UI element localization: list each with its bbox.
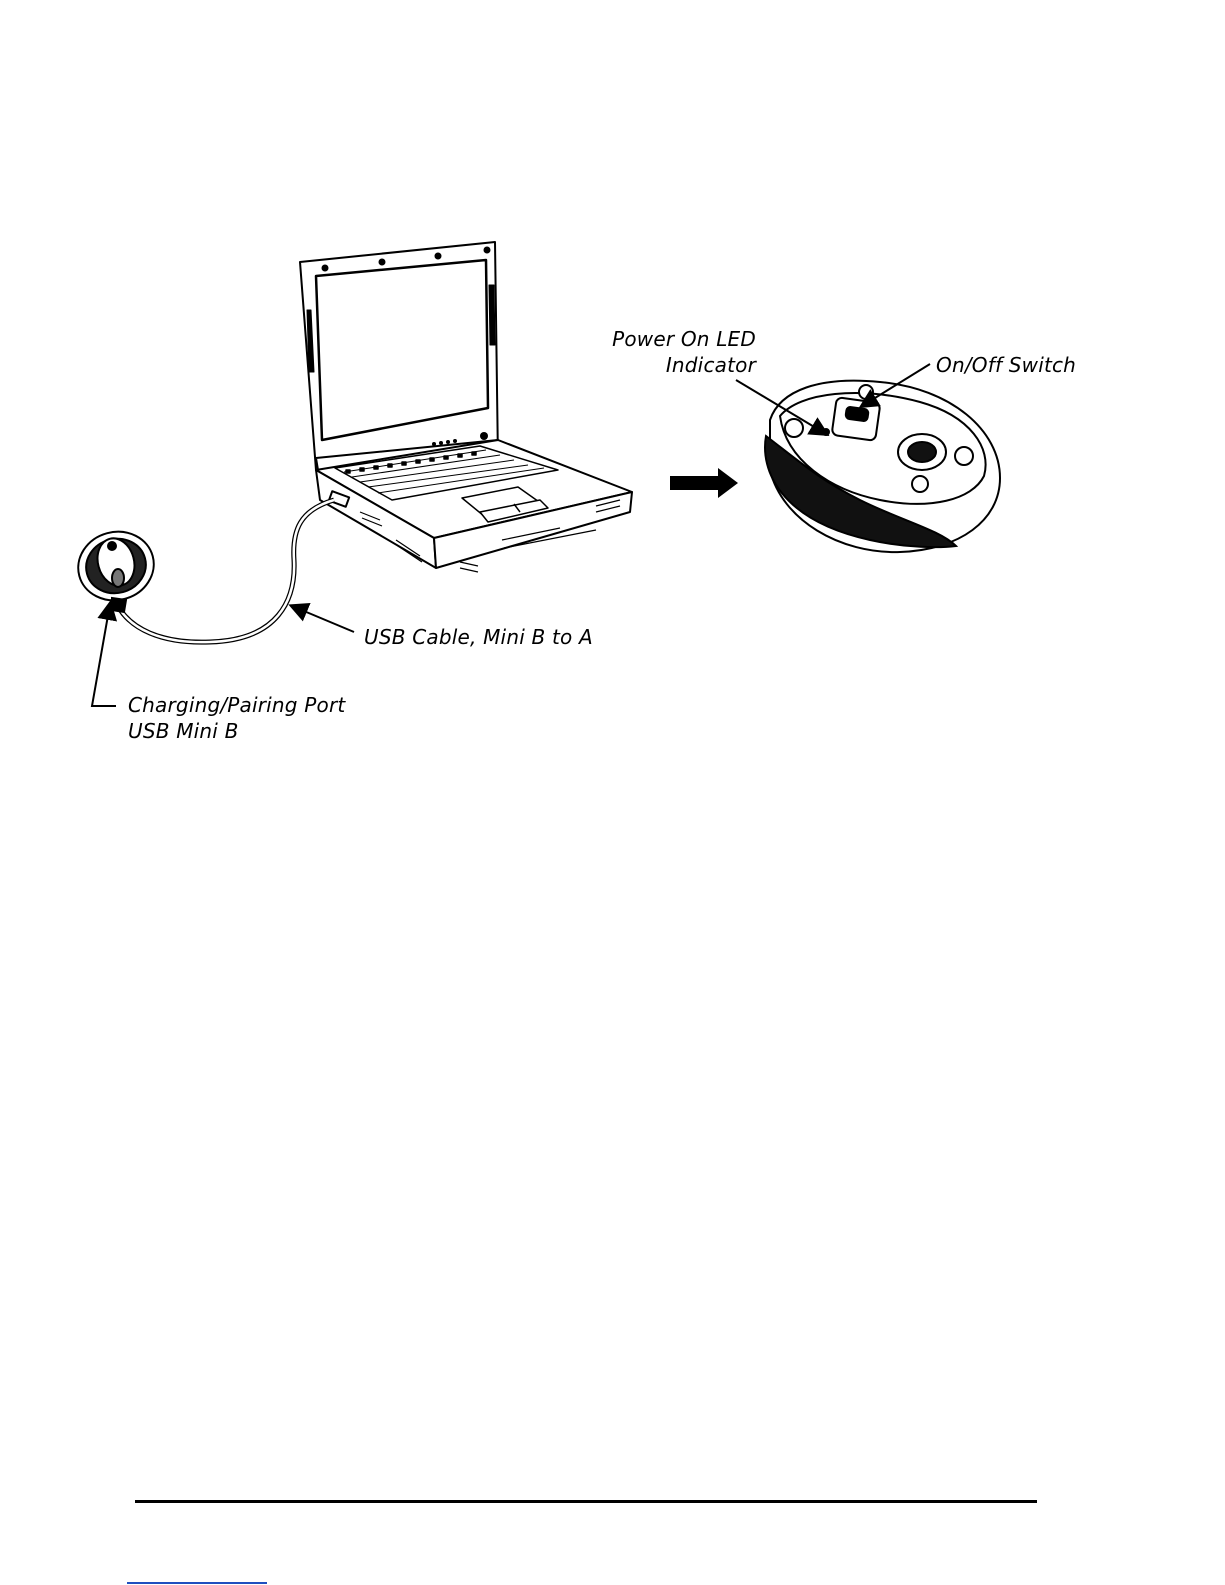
leader-usb-cable (292, 606, 354, 632)
charging-port-label: Charging/Pairing Port USB Mini B (128, 692, 345, 744)
right-arrow-icon (670, 468, 738, 498)
charging-port-label-line2: USB Mini B (128, 718, 345, 744)
footer-rule (135, 1500, 1037, 1503)
footer-link-underline[interactable] (127, 1582, 267, 1584)
usb-cable-label: USB Cable, Mini B to A (364, 624, 593, 650)
power-led-label-line2: Indicator (560, 352, 756, 378)
mouse-underside-icon (765, 381, 1000, 552)
on-off-switch-label: On/Off Switch (936, 352, 1076, 378)
laptop-icon (300, 242, 632, 572)
mouse-top-icon (70, 523, 161, 612)
power-led-label-line1: Power On LED (560, 326, 756, 352)
charging-port-label-line1: Charging/Pairing Port (128, 692, 345, 718)
leader-charging-port (92, 604, 116, 706)
power-led-label: Power On LED Indicator (560, 326, 756, 378)
